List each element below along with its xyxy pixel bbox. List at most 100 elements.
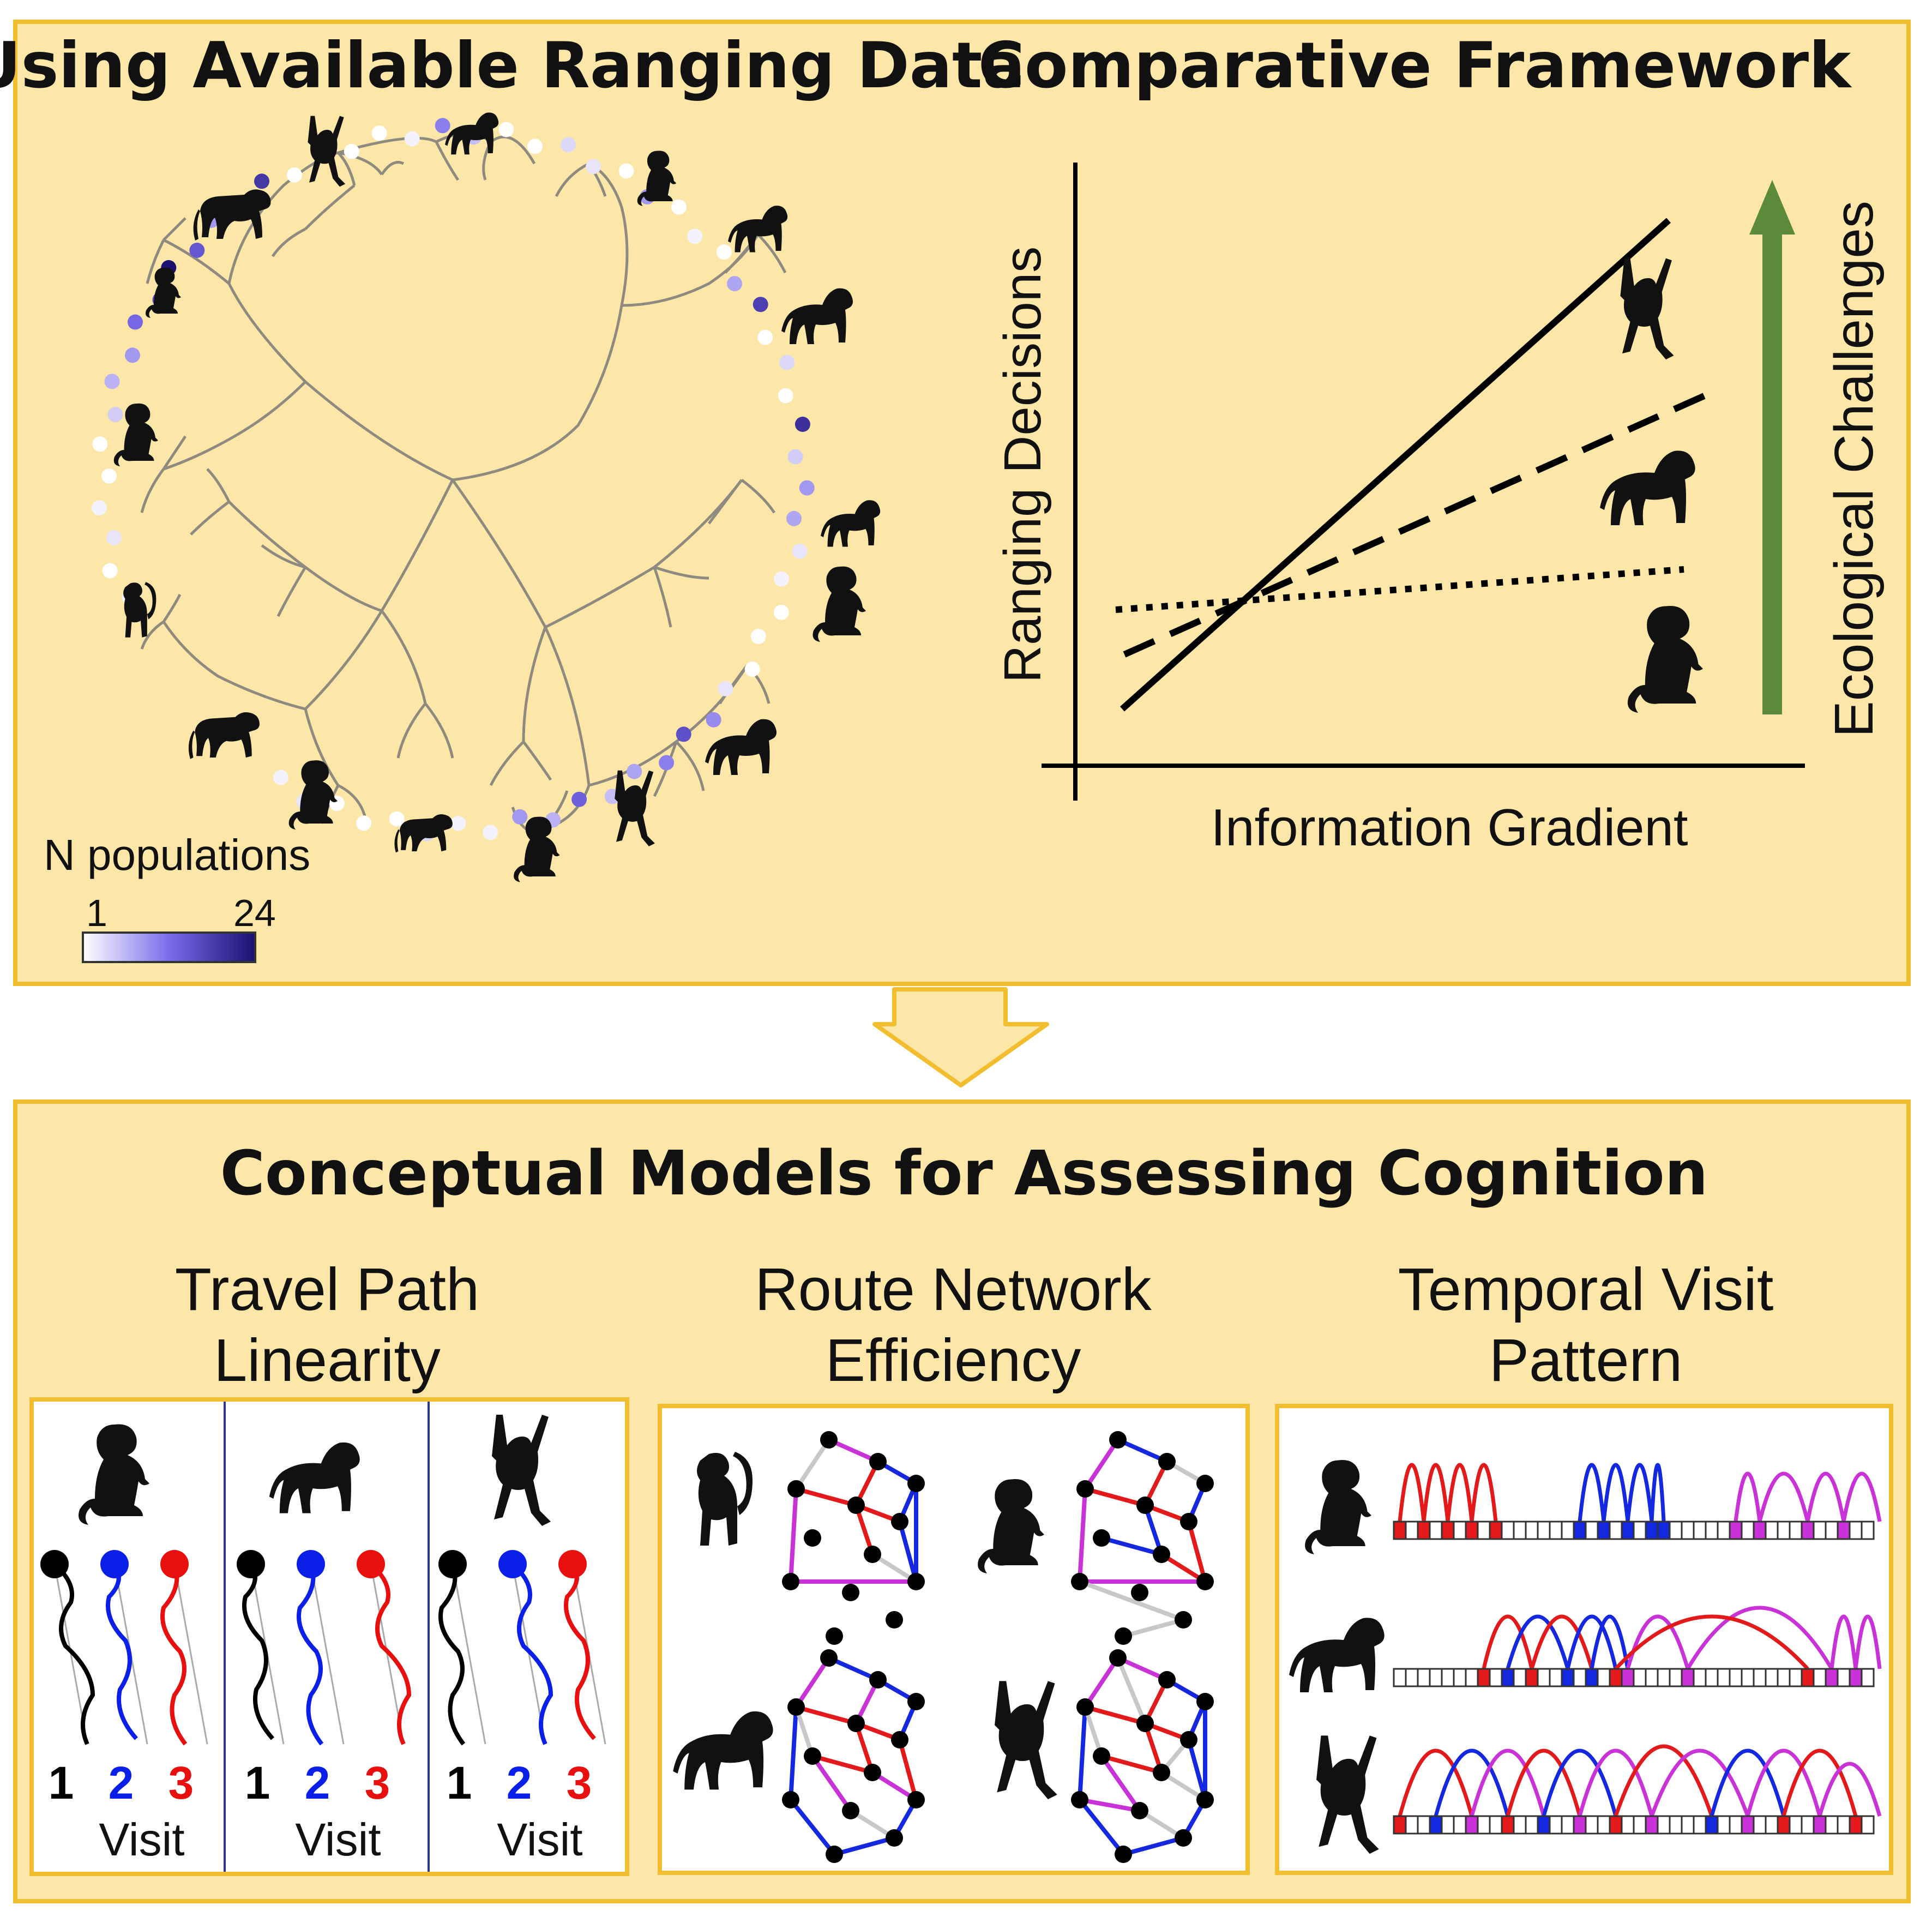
time-cell	[1453, 1668, 1467, 1687]
time-cell	[1849, 1521, 1863, 1540]
path-start-dot	[438, 1550, 467, 1578]
route-edge	[1122, 1618, 1184, 1638]
time-cell	[1765, 1815, 1779, 1835]
time-cell	[1441, 1815, 1455, 1835]
tip-dot	[757, 329, 773, 345]
time-cell	[1561, 1668, 1575, 1687]
visit-arc	[1530, 1614, 1594, 1669]
visit-number: 2	[305, 1757, 330, 1808]
route-node	[1196, 1791, 1214, 1808]
path-start-dot	[237, 1550, 265, 1578]
visit-arc	[1398, 1463, 1426, 1522]
time-cell	[1561, 1815, 1575, 1835]
route-edge	[1117, 1438, 1168, 1464]
tip-dot	[125, 347, 140, 363]
tip-dot	[527, 139, 543, 154]
time-cell	[1861, 1668, 1875, 1687]
time-cell	[1585, 1815, 1599, 1835]
visit-arc	[1626, 1614, 1690, 1669]
route-node	[1153, 1546, 1170, 1563]
ecological-challenges-label: Ecological Challenges	[1823, 201, 1885, 737]
tip-dot	[687, 229, 703, 244]
visit-arc	[1817, 1762, 1882, 1817]
route-node	[782, 1791, 799, 1808]
tip-dot	[273, 770, 288, 785]
time-cell	[1669, 1668, 1683, 1687]
time-cell	[1405, 1815, 1419, 1835]
phylogenetic-tree	[140, 132, 787, 833]
visit-arc	[1650, 1463, 1666, 1522]
travel-path	[160, 1563, 188, 1746]
visit-number: 3	[567, 1757, 592, 1808]
time-cell	[1837, 1668, 1851, 1687]
time-cell	[1849, 1815, 1863, 1835]
time-cell	[1597, 1521, 1611, 1540]
tip-dot	[101, 468, 117, 484]
path-start-dot	[297, 1550, 325, 1578]
visit-arc	[1542, 1748, 1618, 1817]
route-node	[907, 1791, 925, 1808]
travel-path	[438, 1563, 466, 1746]
time-cell	[1537, 1815, 1551, 1835]
tip-dot	[254, 173, 269, 189]
route-node	[1136, 1497, 1154, 1514]
time-cell	[1405, 1668, 1419, 1687]
time-cell	[1525, 1815, 1539, 1835]
route-node	[864, 1546, 881, 1563]
time-cell	[1777, 1815, 1791, 1835]
time-cell	[1573, 1521, 1587, 1540]
title-available-ranging-data: Using Available Ranging Data	[0, 29, 1025, 103]
route-node	[1115, 1846, 1132, 1863]
visit-arc	[1470, 1748, 1546, 1817]
time-cell	[1489, 1521, 1503, 1540]
visit-arc	[1602, 1463, 1630, 1522]
path-start-dot	[357, 1550, 385, 1578]
visit-label: Visit	[99, 1814, 184, 1865]
visit-arc	[1710, 1748, 1786, 1817]
time-cell	[1681, 1668, 1695, 1687]
route-node	[1158, 1453, 1176, 1470]
tip-dot	[104, 374, 120, 389]
travel-path	[369, 1562, 412, 1745]
tip-dot	[435, 118, 450, 134]
visit-number: 3	[365, 1757, 390, 1808]
route-node	[826, 1846, 843, 1863]
route-edge	[1100, 1754, 1163, 1775]
trend-line-dotted	[1115, 566, 1684, 613]
time-cell	[1633, 1521, 1647, 1540]
travel-path	[106, 1563, 138, 1740]
route-edge	[1122, 1836, 1184, 1856]
visit-arc	[1829, 1614, 1858, 1669]
section-title-route-network-1: Route Network	[755, 1256, 1152, 1323]
time-cell	[1801, 1815, 1815, 1835]
tip-dot	[779, 354, 795, 370]
time-cell	[1633, 1815, 1647, 1835]
time-cell	[1777, 1521, 1791, 1540]
tip-dot	[753, 297, 768, 313]
route-edge	[1078, 1798, 1126, 1856]
visit-arc	[1422, 1463, 1450, 1522]
time-cell	[1789, 1668, 1803, 1687]
time-cell	[1693, 1668, 1707, 1687]
route-edge	[789, 1706, 798, 1800]
route-node	[787, 1698, 805, 1716]
legend-colorbar	[82, 932, 256, 963]
tip-dot	[716, 244, 732, 260]
straight-reference-path	[173, 1564, 208, 1745]
tip-dot	[773, 604, 789, 620]
tip-dot	[102, 563, 118, 579]
section-title-travel-path-2: Linearity	[214, 1327, 441, 1394]
time-cell	[1765, 1521, 1779, 1540]
tip-dots	[92, 118, 815, 842]
tip-dot	[706, 712, 721, 728]
route-edge	[795, 1705, 857, 1726]
time-cell	[1669, 1521, 1683, 1540]
trend-line-dashed	[1123, 390, 1711, 658]
time-cell	[1477, 1668, 1491, 1687]
route-node	[1131, 1584, 1148, 1601]
tip-dot	[718, 681, 733, 696]
route-node	[1093, 1747, 1110, 1765]
route-node	[804, 1529, 821, 1547]
visit-number: 1	[245, 1757, 270, 1808]
time-cell	[1765, 1668, 1779, 1687]
